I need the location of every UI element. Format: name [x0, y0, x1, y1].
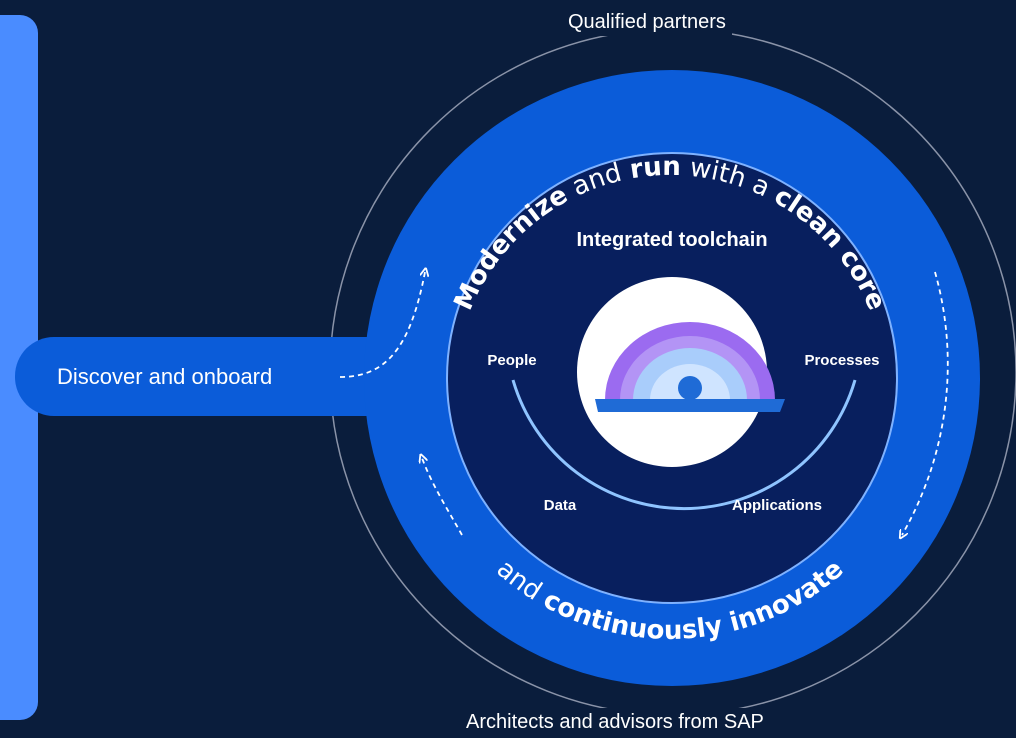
toolchain-title: Integrated toolchain [576, 229, 767, 251]
data-label: Data [544, 497, 577, 514]
dashed-arrow-icon [902, 271, 949, 535]
applications-label: Applications [732, 497, 822, 514]
processes-label: Processes [804, 352, 879, 369]
discover-label: Discover and onboard [57, 364, 272, 389]
architects-advisors-label: Architects and advisors from SAP [460, 708, 770, 736]
people-data-apps-arc [511, 379, 857, 511]
ring-top-word: run [628, 152, 681, 185]
rainbow-platform-icon [595, 322, 785, 412]
qualified-partners-label: Qualified partners [562, 8, 732, 36]
people-label: People [487, 352, 536, 369]
inner-disc-outline [446, 152, 898, 604]
discover-pill [15, 337, 385, 416]
